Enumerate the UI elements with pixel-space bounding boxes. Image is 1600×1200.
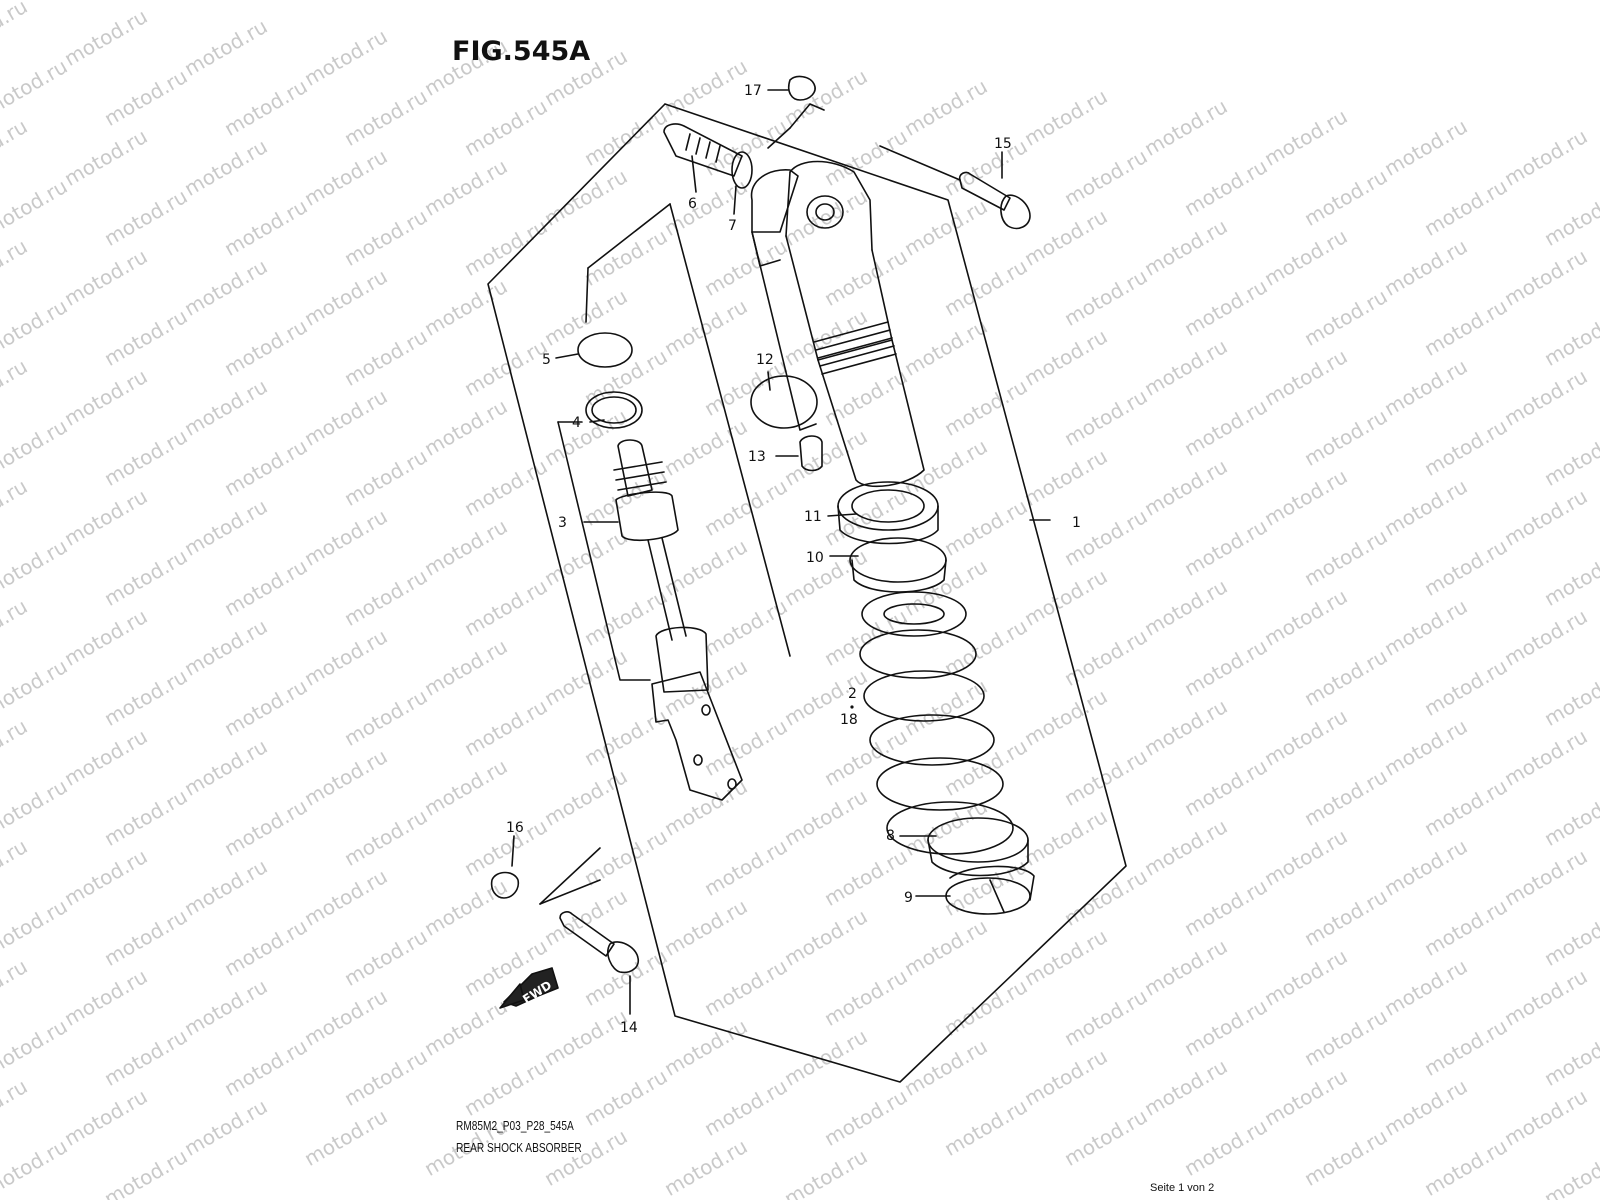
callout-10: 10: [806, 550, 824, 566]
callout-12: 12: [756, 352, 774, 368]
callout-3: 3: [558, 515, 567, 531]
part-2-spring: [859, 591, 1014, 855]
callout-6: 6: [688, 196, 697, 212]
part-10-ring: [849, 537, 947, 593]
part-9-stopper: [945, 865, 1035, 915]
callout-7: 7: [728, 218, 737, 234]
callout-8: 8: [886, 828, 895, 844]
figure-title: FIG.545A: [452, 36, 591, 67]
fwd-arrow-icon: [499, 967, 559, 1009]
shock-body: [751, 231, 925, 488]
part-15-bolt: [958, 171, 1031, 230]
callout-16: 16: [506, 820, 524, 836]
callout-4: 4: [572, 415, 581, 431]
part-16-nut: [490, 871, 520, 899]
callout-dot: [850, 705, 854, 709]
callout-9: 9: [904, 890, 913, 906]
part-5-circlip: [577, 332, 633, 368]
part-3-damper-rod: [613, 439, 743, 801]
callout-17: 17: [744, 83, 762, 99]
callout-18: 18: [840, 712, 858, 728]
callout-13: 13: [748, 449, 766, 465]
page-indicator: Seite 1 von 2: [1150, 1182, 1215, 1194]
drawing-caption: REAR SHOCK ABSORBER: [456, 1140, 582, 1155]
shock-top-eye: [750, 160, 873, 267]
part-13-cap: [799, 435, 823, 472]
part-14-bolt: [559, 911, 640, 974]
part-7-ring: [731, 151, 753, 189]
subgroup-outline: [557, 421, 651, 681]
subgroup-outline-right: [669, 203, 791, 657]
callout-15: 15: [994, 136, 1012, 152]
callout-11: 11: [804, 509, 822, 525]
part-11-ring: [837, 481, 939, 545]
callout-1: 1: [1072, 515, 1081, 531]
part-6-boot: [663, 123, 743, 177]
part-8-seat: [927, 817, 1029, 877]
part-17-nut: [787, 75, 816, 101]
part-12-circlip: [750, 375, 818, 429]
assembly-outline: [487, 103, 1127, 1083]
callout-5: 5: [542, 352, 551, 368]
drawing-code: RM85M2_P03_P28_545A: [456, 1118, 574, 1133]
callout-14: 14: [620, 1020, 638, 1036]
callout-2: 2: [848, 686, 857, 702]
part-4-oring: [585, 391, 643, 429]
